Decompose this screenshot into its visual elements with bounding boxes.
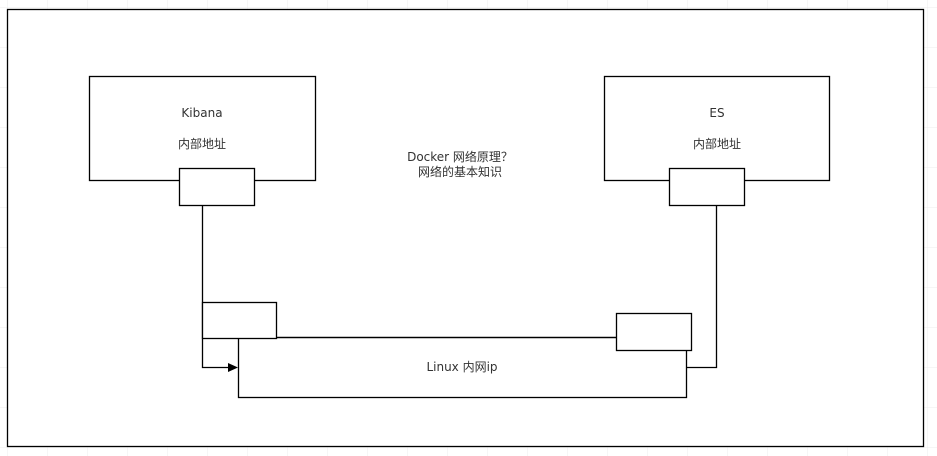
connector-arrowhead <box>228 363 238 372</box>
note-line-1: Docker 网络原理？ <box>407 150 513 164</box>
es-container-box[interactable] <box>603 75 831 182</box>
kibana-connector-line[interactable] <box>201 205 233 369</box>
es-veth-box[interactable] <box>615 312 693 352</box>
kibana-address-label: 内部地址 <box>177 137 226 151</box>
kibana-name-label: Kibana <box>181 106 223 120</box>
es-address-label: 内部地址 <box>692 137 741 151</box>
es-connector-line[interactable] <box>686 205 718 369</box>
kibana-veth-box[interactable] <box>201 301 278 340</box>
kibana-container-box[interactable] <box>88 75 317 182</box>
es-name-label: ES <box>709 106 725 120</box>
linux-host-label: Linux 内网ip <box>426 360 498 374</box>
note-line-2: 网络的基本知识 <box>417 165 502 179</box>
kibana-port-box[interactable] <box>178 167 256 207</box>
es-port-box[interactable] <box>668 167 746 207</box>
